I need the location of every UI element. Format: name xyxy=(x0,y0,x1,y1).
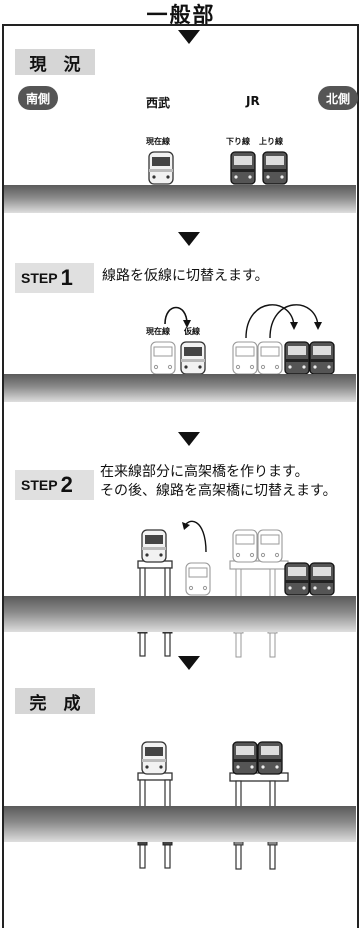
shift-arrow-jr xyxy=(245,304,322,339)
step-word: STEP xyxy=(21,477,58,493)
train-icon-jr-down xyxy=(230,151,256,185)
down-arrow xyxy=(178,656,200,670)
train-icon-jr xyxy=(284,341,310,375)
page-title: 一般部 xyxy=(146,3,216,27)
step1-description: 線路を仮線に切替えます。 xyxy=(102,268,269,284)
north-side-badge: 北側 xyxy=(318,86,358,110)
train-icon-jr xyxy=(232,741,258,775)
jr-heading: JR xyxy=(246,94,260,108)
train-icon-ghost xyxy=(257,341,283,375)
down-arrow xyxy=(178,432,200,446)
train-icon-ghost xyxy=(150,341,176,375)
train-icon-jr xyxy=(309,341,335,375)
up-line-label: 上り線 xyxy=(259,137,283,146)
ground-strip xyxy=(4,374,356,402)
train-icon-ghost xyxy=(257,529,283,563)
step2-description-line1: 在来線部分に高架橋を作ります。 xyxy=(100,464,309,480)
down-line-label: 下り線 xyxy=(226,137,250,146)
current-line-label: 現在線 xyxy=(146,137,170,146)
train-icon-seibu xyxy=(141,529,167,563)
shift-arrow-seibu xyxy=(164,306,191,328)
step2-description-line2: その後、線路を高架橋に切替えます。 xyxy=(100,483,337,499)
train-icon-seibu xyxy=(148,151,174,185)
train-icon-jr xyxy=(257,741,283,775)
step-word: STEP xyxy=(21,270,58,286)
train-icon-jr-up xyxy=(262,151,288,185)
ground-strip xyxy=(4,185,356,213)
train-icon-seibu xyxy=(180,341,206,375)
train-icon-jr xyxy=(284,562,310,596)
train-icon-ghost xyxy=(232,529,258,563)
train-icon-jr xyxy=(309,562,335,596)
shift-arrow-return xyxy=(182,520,207,553)
step-number: 2 xyxy=(60,472,73,497)
completion-label: 完 成 xyxy=(15,688,95,714)
seibu-heading: 西武 xyxy=(146,96,171,110)
step1-badge: STEP 1 xyxy=(15,263,94,293)
diagram-frame xyxy=(2,24,359,928)
step-number: 1 xyxy=(60,265,73,290)
ground-strip xyxy=(4,806,356,842)
train-icon-seibu xyxy=(141,741,167,775)
down-arrow xyxy=(178,232,200,246)
down-arrow xyxy=(178,30,200,44)
step2-badge: STEP 2 xyxy=(15,470,94,500)
temp-line-label: 仮線 xyxy=(184,327,200,336)
current-line-label: 現在線 xyxy=(146,327,170,336)
current-state-label: 現 況 xyxy=(15,49,95,75)
ground-strip xyxy=(4,596,356,632)
train-icon-ghost xyxy=(185,562,211,596)
train-icon-ghost xyxy=(232,341,258,375)
south-side-badge: 南側 xyxy=(18,86,58,110)
